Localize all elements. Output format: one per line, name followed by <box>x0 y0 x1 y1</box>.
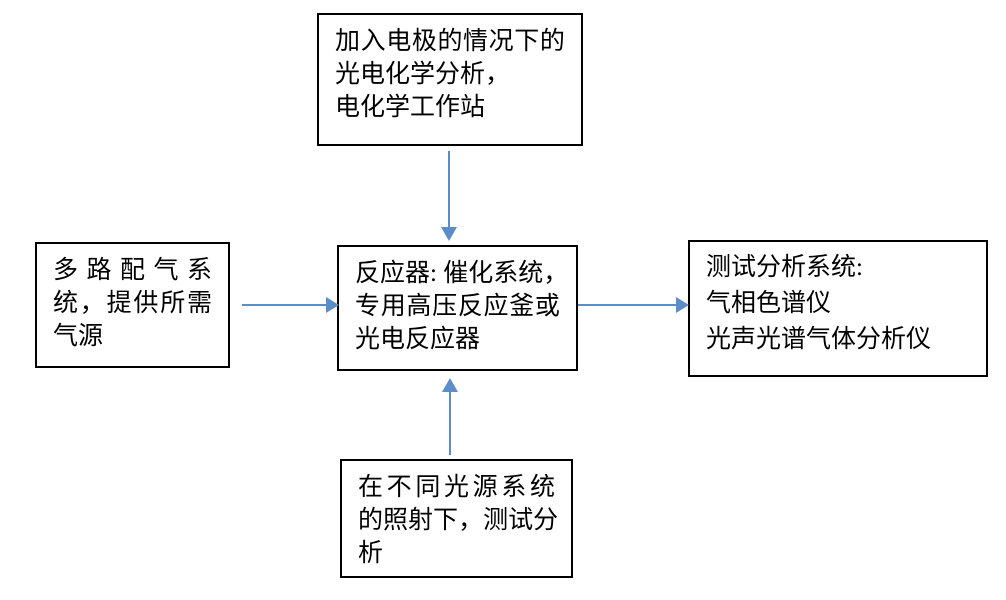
text-line: 析 <box>358 540 384 567</box>
text-line: 的照射下，测试分 <box>358 507 559 534</box>
text-line: 多路配气系 <box>53 257 212 284</box>
text-line: 气相色谱仪 <box>706 290 832 317</box>
box-light-source-testing: 在不同光源系统 的照射下，测试分 析 <box>340 459 573 578</box>
text-line: 测试分析系统: <box>706 254 863 281</box>
box-test-analysis-system: 测试分析系统: 气相色谱仪 光声光谱气体分析仪 <box>688 240 988 377</box>
arrow-line-top-to-center <box>448 151 450 227</box>
arrow-line-left-to-center <box>242 304 326 306</box>
arrow-down-icon <box>441 227 457 241</box>
text-line: 统，提供所需 <box>53 290 212 317</box>
text-line: 电化学工作站 <box>335 94 486 121</box>
text-line: 气源 <box>53 323 104 350</box>
text-line: 加入电极的情况下的 <box>335 28 565 55</box>
box-gas-distribution-system: 多路配气系 统，提供所需 气源 <box>35 242 230 368</box>
box-reactor: 反应器: 催化系统， 专用高压反应釜或 光电反应器 <box>337 245 578 371</box>
text-line: 光电化学分析， <box>335 61 511 88</box>
arrow-right-icon <box>676 297 689 313</box>
text-line: 反应器: 催化系统， <box>355 260 569 287</box>
arrow-line-bottom-to-center <box>449 392 451 455</box>
text-line: 在不同光源系统 <box>358 474 555 501</box>
arrow-right-icon <box>326 297 339 313</box>
arrow-up-icon <box>442 378 458 392</box>
text-line: 光声光谱气体分析仪 <box>706 326 932 353</box>
text-line: 光电反应器 <box>355 326 481 353</box>
text-line: 专用高压反应釜或 <box>355 293 560 320</box>
box-electrochemical-workstation: 加入电极的情况下的 光电化学分析， 电化学工作站 <box>317 13 583 146</box>
arrow-line-center-to-right <box>578 304 676 306</box>
